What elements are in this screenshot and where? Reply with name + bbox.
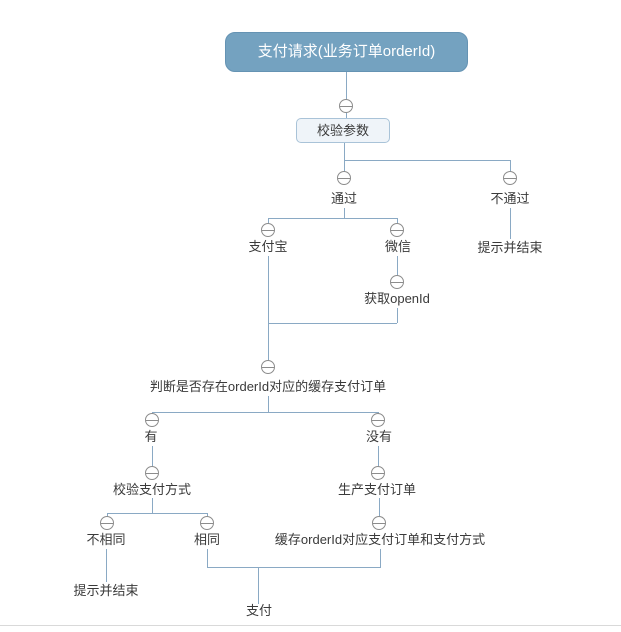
minus-icon bbox=[372, 420, 384, 421]
node-not-same[interactable]: 不相同 bbox=[86, 532, 126, 547]
minus-icon bbox=[504, 178, 516, 179]
connector-line bbox=[207, 549, 208, 567]
minus-icon bbox=[391, 282, 403, 283]
node-check-params[interactable]: 校验参数 bbox=[296, 118, 390, 143]
minus-icon bbox=[338, 178, 350, 179]
bottom-divider bbox=[0, 625, 621, 626]
node-verify-pay-method[interactable]: 校验支付方式 bbox=[112, 482, 192, 497]
connector-line bbox=[107, 513, 207, 514]
minus-icon bbox=[101, 523, 113, 524]
minus-icon bbox=[373, 523, 385, 524]
collapse-icon[interactable] bbox=[339, 99, 353, 113]
collapse-icon[interactable] bbox=[100, 516, 114, 530]
connector-line bbox=[207, 513, 208, 518]
node-same[interactable]: 相同 bbox=[193, 532, 221, 547]
minus-icon bbox=[340, 106, 352, 107]
connector-line bbox=[268, 218, 269, 225]
node-create-pay-order[interactable]: 生产支付订单 bbox=[337, 482, 417, 497]
collapse-icon[interactable] bbox=[390, 223, 404, 237]
node-has-not[interactable]: 没有 bbox=[365, 429, 393, 444]
connector-line bbox=[258, 567, 259, 604]
connector-line bbox=[107, 513, 108, 518]
collapse-icon[interactable] bbox=[372, 516, 386, 530]
minus-icon bbox=[201, 523, 213, 524]
connector-line bbox=[344, 208, 345, 218]
collapse-icon[interactable] bbox=[503, 171, 517, 185]
connector-line bbox=[378, 446, 379, 467]
node-payment-request[interactable]: 支付请求(业务订单orderId) bbox=[225, 32, 468, 72]
collapse-icon[interactable] bbox=[145, 466, 159, 480]
node-has[interactable]: 有 bbox=[144, 429, 158, 444]
minus-icon bbox=[372, 473, 384, 474]
connector-line bbox=[510, 208, 511, 239]
node-not-same-end[interactable]: 提示并结束 bbox=[73, 583, 139, 598]
connector-line bbox=[346, 72, 347, 118]
minus-icon bbox=[262, 367, 274, 368]
node-wechat[interactable]: 微信 bbox=[384, 239, 412, 254]
node-cache-order[interactable]: 缓存orderId对应支付订单和支付方式 bbox=[274, 532, 486, 547]
node-fail-end[interactable]: 提示并结束 bbox=[477, 240, 543, 255]
connector-line bbox=[268, 218, 397, 219]
collapse-icon[interactable] bbox=[371, 413, 385, 427]
collapse-icon[interactable] bbox=[371, 466, 385, 480]
minus-icon bbox=[262, 230, 274, 231]
node-get-openid[interactable]: 获取openId bbox=[364, 291, 430, 306]
connector-line bbox=[152, 446, 153, 467]
collapse-icon[interactable] bbox=[145, 413, 159, 427]
connector-line bbox=[152, 412, 378, 413]
minus-icon bbox=[146, 420, 158, 421]
collapse-icon[interactable] bbox=[261, 223, 275, 237]
node-pay[interactable]: 支付 bbox=[245, 603, 273, 618]
connector-line bbox=[268, 323, 269, 361]
connector-line bbox=[344, 160, 345, 172]
node-pass[interactable]: 通过 bbox=[330, 191, 358, 206]
connector-line bbox=[106, 549, 107, 582]
connector-line bbox=[207, 567, 381, 568]
connector-line bbox=[510, 160, 511, 172]
minus-icon bbox=[146, 473, 158, 474]
collapse-icon[interactable] bbox=[200, 516, 214, 530]
connector-line bbox=[397, 256, 398, 276]
connector-line bbox=[344, 143, 345, 160]
connector-line bbox=[152, 498, 153, 513]
collapse-icon[interactable] bbox=[337, 171, 351, 185]
minus-icon bbox=[391, 230, 403, 231]
connector-line bbox=[380, 549, 381, 567]
collapse-icon[interactable] bbox=[261, 360, 275, 374]
connector-line bbox=[379, 498, 380, 517]
node-fail[interactable]: 不通过 bbox=[490, 191, 530, 206]
node-judge-cache[interactable]: 判断是否存在orderId对应的缓存支付订单 bbox=[149, 379, 387, 394]
connector-line bbox=[397, 308, 398, 323]
node-alipay[interactable]: 支付宝 bbox=[248, 239, 288, 254]
connector-line bbox=[344, 160, 511, 161]
connector-line bbox=[397, 218, 398, 225]
collapse-icon[interactable] bbox=[390, 275, 404, 289]
connector-line bbox=[268, 256, 269, 323]
connector-line bbox=[268, 396, 269, 412]
connector-line bbox=[268, 323, 397, 324]
